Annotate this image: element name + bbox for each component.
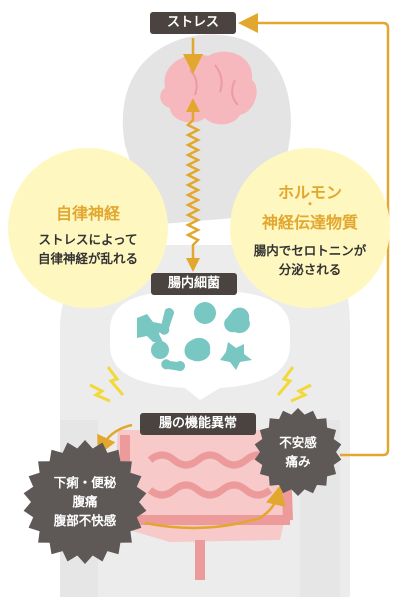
dysfunction-to-symptoms-arrow bbox=[97, 423, 133, 457]
hormone-title-2: 神経伝達物質 bbox=[261, 213, 358, 232]
autonomic-bubble bbox=[8, 148, 168, 308]
anxiety-line-1: 不安感 bbox=[279, 435, 317, 450]
hormone-line-2: 分泌される bbox=[278, 262, 342, 277]
bacterium-1 bbox=[137, 314, 163, 342]
bacteria-group bbox=[137, 302, 252, 371]
gut-flora-tag: 腸内細菌 bbox=[151, 273, 237, 295]
stress-tag: ストレス bbox=[150, 12, 236, 34]
gut-dysfunction-tag: 腸の機能異常 bbox=[140, 413, 256, 435]
symptoms-line-1: 下痢・便秘 bbox=[53, 475, 117, 490]
hormone-line-1: 腸内でセロトニンが bbox=[253, 243, 367, 258]
lightning-right bbox=[276, 366, 312, 403]
symptoms-to-anxiety-arrow bbox=[144, 485, 286, 530]
lightning-left bbox=[89, 366, 125, 403]
hormone-dot: ・ bbox=[303, 197, 316, 211]
anxiety-line-2: 痛み bbox=[285, 454, 311, 469]
axis-arrowhead-bottom bbox=[186, 258, 200, 272]
bacterium-8 bbox=[161, 359, 185, 371]
anxiety-burst bbox=[254, 408, 342, 496]
autonomic-line-2: 自律神経が乱れる bbox=[37, 251, 138, 266]
symptoms-line-3: 腹部不快感 bbox=[53, 513, 117, 528]
bacterium-6 bbox=[184, 337, 211, 362]
bacterium-4 bbox=[224, 307, 250, 334]
symptoms-line-2: 腹痛 bbox=[72, 494, 98, 509]
bacterium-5 bbox=[151, 341, 169, 359]
symptoms-burst bbox=[23, 440, 147, 564]
bacterium-2 bbox=[159, 308, 175, 335]
bacterium-3 bbox=[194, 302, 216, 324]
hormone-bubble bbox=[230, 148, 390, 308]
brain bbox=[160, 51, 257, 125]
autonomic-title: 自律神経 bbox=[55, 204, 120, 223]
axis-arrowhead-top bbox=[186, 98, 200, 112]
bacterium-7 bbox=[220, 342, 252, 370]
autonomic-line-1: ストレスによって bbox=[38, 232, 138, 247]
hormone-title-1: ホルモン bbox=[277, 183, 342, 202]
brain-gut-axis-arrow bbox=[185, 110, 201, 262]
